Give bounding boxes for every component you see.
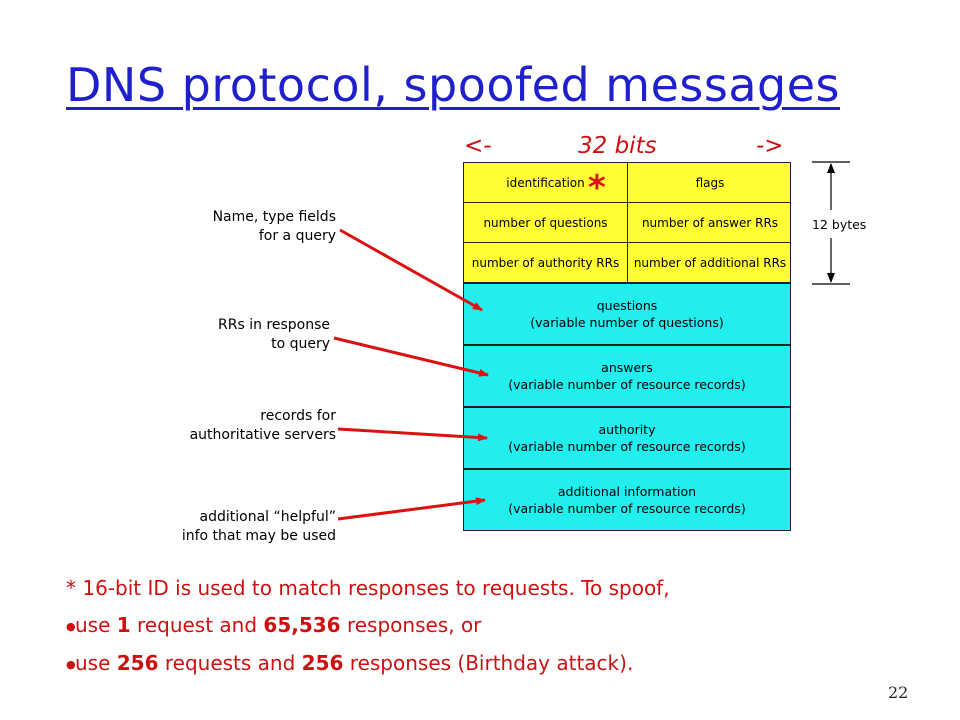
section-name: additional information [557, 484, 697, 499]
callout-line: RRs in response [218, 317, 330, 333]
bold-number: 65,536 [263, 613, 341, 637]
text: use [75, 613, 117, 637]
num-authority-rrs-field: number of authority RRs [464, 243, 628, 283]
bits-left-arrow: <- [464, 133, 492, 159]
bits-right-arrow: -> [756, 133, 784, 159]
additional-section: additional information (variable number … [463, 469, 791, 531]
callout-line: records for [260, 408, 336, 424]
spoofing-notes: * 16-bit ID is used to match responses t… [66, 570, 670, 683]
flags-field: flags [695, 175, 725, 190]
bold-number: 1 [116, 613, 131, 637]
header-row-counts-2: number of authority RRs number of additi… [464, 243, 790, 283]
header-row-identification: identification flags [464, 163, 790, 203]
callout-line: for a query [258, 228, 336, 244]
callout-line: to query [271, 336, 330, 352]
num-answer-rrs-field: number of answer RRs [641, 215, 779, 230]
text: requests and [158, 651, 302, 675]
notes-intro: * 16-bit ID is used to match responses t… [66, 576, 670, 600]
callout-line: info that may be used [181, 528, 336, 544]
dns-header-box: identification flags number of questions… [463, 162, 791, 283]
bytes-label: 12 bytes [812, 217, 867, 232]
authority-section: authority (variable number of resource r… [463, 407, 791, 469]
page-number: 22 [888, 683, 909, 702]
section-name: authority [598, 422, 656, 437]
callout-authoritative: records for authoritative servers [190, 407, 336, 445]
arrow-to-authority [337, 427, 488, 442]
callout-line: Name, type fields [212, 209, 336, 225]
callout-line: authoritative servers [189, 427, 336, 443]
bold-number: 256 [116, 651, 159, 675]
section-desc: (variable number of questions) [530, 315, 724, 330]
notes-bullet-1: ●use 1 request and 65,536 responses, or [66, 607, 670, 645]
section-name: answers [601, 360, 653, 375]
answers-section: answers (variable number of resource rec… [463, 345, 791, 407]
identification-field: identification [464, 163, 628, 202]
arrow-to-questions [339, 228, 483, 312]
section-desc: (variable number of resource records) [508, 439, 746, 454]
bits-label: 32 bits [578, 133, 657, 159]
text: responses, or [340, 613, 482, 637]
bold-number: 256 [301, 651, 344, 675]
num-additional-rrs-field: number of additional RRs [633, 256, 787, 270]
section-name: questions [596, 298, 658, 313]
bullet-dot-icon: ● [66, 620, 76, 633]
text: responses (Birthday attack). [343, 651, 634, 675]
text: use [75, 651, 117, 675]
section-desc: (variable number of resource records) [508, 377, 746, 392]
arrow-to-additional [337, 497, 486, 521]
questions-section: questions (variable number of questions) [463, 283, 791, 345]
bullet-dot-icon: ● [66, 658, 76, 671]
arrow-to-answers [333, 336, 489, 377]
num-questions-field: number of questions [464, 203, 628, 242]
callout-line: additional “helpful” [199, 509, 336, 525]
slide-title: DNS protocol, spoofed messages [66, 58, 840, 112]
callout-additional: additional “helpful” info that may be us… [182, 508, 336, 546]
callout-response-rrs: RRs in response to query [218, 316, 330, 354]
header-row-counts-1: number of questions number of answer RRs [464, 203, 790, 243]
callout-query-fields: Name, type fields for a query [213, 208, 336, 246]
id-star-marker: * [588, 168, 606, 208]
text: request and [130, 613, 264, 637]
section-desc: (variable number of resource records) [508, 501, 746, 516]
notes-bullet-2: ●use 256 requests and 256 responses (Bir… [66, 645, 670, 683]
